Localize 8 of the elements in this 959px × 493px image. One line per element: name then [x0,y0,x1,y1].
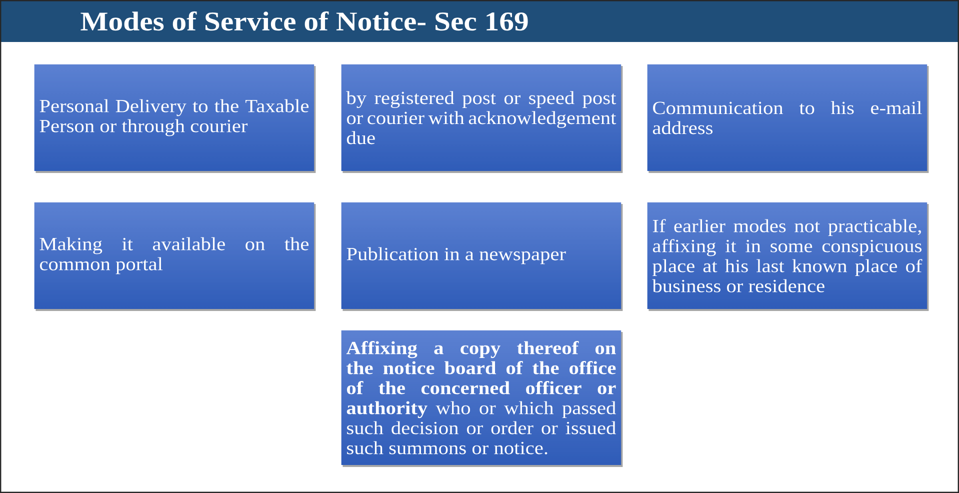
mode-box: If earlier modes not practicable, affixing it in some conspicuous place at his last known place of business or residence [647,202,929,311]
title-bar: Modes of Service of Notice- Sec 169 [0,0,959,42]
mode-box: Making it available on the common portal [34,202,316,311]
mode-box: Affixing a copy thereof on the notice board of the office of the concerned officer or authority who or which passed such decision or order or issued such summons or notice. [341,330,623,467]
mode-box: Communication to his e-mail address [647,64,929,173]
mode-box: by registered post or speed post or courier with acknowledgement due [341,64,623,173]
mode-box: Personal Delivery to the Taxable Person or through courier [34,64,316,173]
mode-box: Publication in a newspaper [341,202,623,311]
